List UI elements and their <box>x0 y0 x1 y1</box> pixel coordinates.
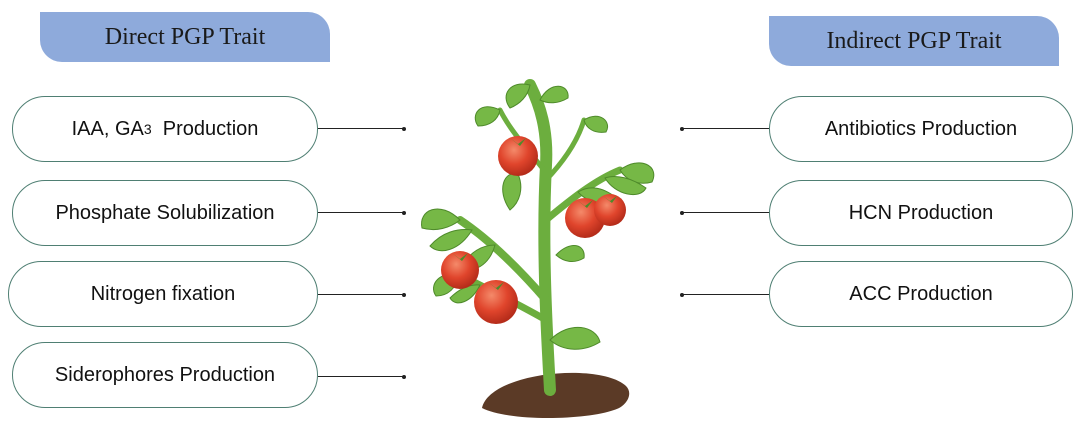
tomato-3 <box>594 194 626 226</box>
trait-antibiotics-production: Antibiotics Production <box>769 96 1073 162</box>
trait-phosphate-solubilization: Phosphate Solubilization <box>12 180 318 246</box>
tomato-5 <box>474 280 518 324</box>
main-stem <box>530 85 550 390</box>
tomato-4 <box>441 251 479 289</box>
connector-siderophores <box>318 376 404 377</box>
leaf-top-1 <box>506 84 530 108</box>
connector-phosphate <box>318 212 404 213</box>
leaf-center-2 <box>556 245 584 261</box>
leaf-low-right <box>550 327 600 349</box>
connector-nitrogen <box>318 294 404 295</box>
connector-iaa <box>318 128 404 129</box>
connector-antibiotics <box>682 128 769 129</box>
leaf-top-3 <box>584 116 608 132</box>
leaf-top-2 <box>475 107 500 126</box>
trait-acc-production: ACC Production <box>769 261 1073 327</box>
trait-iaa-prefix: IAA, GA <box>72 118 144 141</box>
trait-hcn-production: HCN Production <box>769 180 1073 246</box>
trait-iaa-suffix: Production <box>163 118 259 141</box>
leaf-top-4 <box>540 86 568 103</box>
leaf-mid-left-1 <box>422 209 460 230</box>
connector-acc <box>682 294 769 295</box>
tomato-1 <box>498 136 538 176</box>
indirect-pgp-trait-header: Indirect PGP Trait <box>769 16 1059 66</box>
leaf-center-1 <box>503 173 521 210</box>
tomato-plant-icon <box>400 70 680 437</box>
trait-siderophores-production: Siderophores Production <box>12 342 318 408</box>
trait-iaa-subscript: 3 <box>144 121 152 137</box>
direct-pgp-trait-header: Direct PGP Trait <box>40 12 330 62</box>
soil-mound <box>482 373 629 418</box>
leaf-mid-left-2 <box>430 230 472 251</box>
trait-nitrogen-fixation: Nitrogen fixation <box>8 261 318 327</box>
connector-hcn <box>682 212 769 213</box>
